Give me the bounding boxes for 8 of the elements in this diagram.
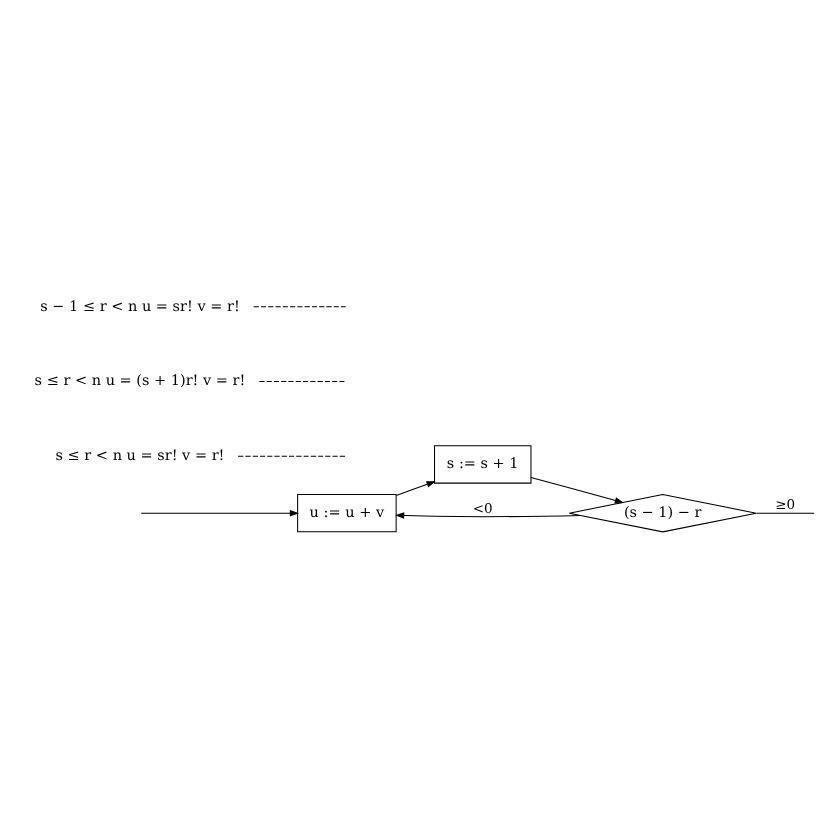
connector (237, 454, 347, 456)
arrow (140, 508, 300, 516)
connector (258, 379, 347, 381)
arrow (394, 511, 582, 518)
connector (755, 511, 815, 513)
arrow (530, 475, 625, 503)
connector (253, 305, 347, 307)
arrow (395, 480, 436, 496)
